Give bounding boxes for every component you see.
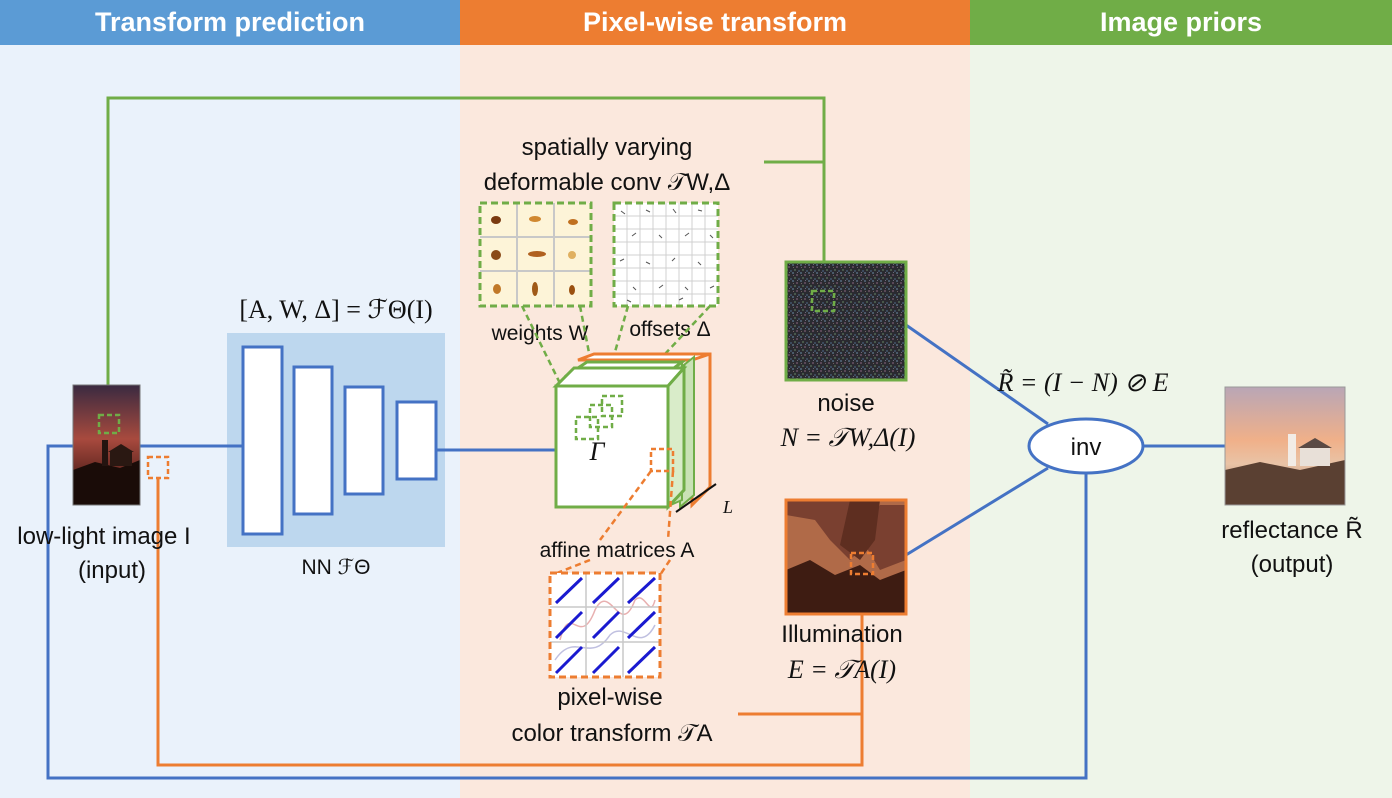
noise-green-patch [810, 289, 836, 313]
illumination-equation: E = 𝒯A(I) [787, 655, 896, 684]
affine-label: affine matrices A [540, 539, 695, 562]
nn-layer-3 [343, 385, 385, 496]
header-bar-image-priors [970, 0, 1392, 45]
reflectance-equation: R̃ = (I − N) ⊘ E [997, 368, 1169, 397]
illumination-label: Illumination [781, 621, 902, 648]
output-label-line1: reflectance R̃ [1221, 517, 1362, 544]
green-connector-top [106, 96, 826, 415]
tensor-orange-patch [649, 447, 675, 473]
orange-connector-bottom-loop [156, 478, 864, 767]
header-image-priors: Image priors [1100, 7, 1262, 37]
nn-layer-4 [395, 400, 438, 481]
input-label-line1: low-light image I [17, 523, 190, 550]
inv-node [1027, 417, 1145, 475]
tensor-depth-bracket [675, 483, 717, 513]
input-label-line2: (input) [78, 557, 146, 584]
output-label-line2: (output) [1251, 551, 1334, 578]
blue-connector-noise-inv [905, 323, 1049, 426]
inv-label: inv [1071, 434, 1102, 461]
noise-label: noise [817, 390, 874, 417]
weights-label: weights W [491, 322, 589, 345]
tensor-to-affine-connectors [551, 470, 675, 577]
color-transform-line1: pixel-wise [557, 684, 662, 711]
input-orange-patch [146, 455, 170, 480]
offsets-label: offsets Δ [629, 318, 710, 341]
panel-pixel-wise-transform [460, 0, 970, 798]
illumination-image [784, 498, 908, 616]
offsets-kernel [612, 201, 720, 308]
header-bar-transform-prediction [0, 0, 460, 45]
header-transform-prediction: Transform prediction [95, 7, 365, 37]
input-green-patch [97, 413, 121, 435]
header-bar-pixel-wise-transform [460, 0, 970, 45]
nn-layer-2 [292, 365, 334, 516]
affine-matrices-grid [548, 571, 662, 679]
blue-connector-bottom-loop [46, 444, 1088, 780]
nn-equation: [A, W, Δ] = ℱΘ(I) [239, 295, 432, 324]
noise-equation: N = 𝒯W,Δ(I) [780, 423, 916, 452]
deformable-title-line1: spatially varying [522, 134, 693, 161]
output-image [1224, 386, 1346, 506]
tensor-gamma-label: Γ [589, 437, 606, 466]
input-image [72, 384, 141, 506]
tensor-gamma [552, 352, 712, 511]
tensor-depth-label: L [722, 497, 733, 517]
nn-layer-1 [241, 345, 284, 536]
tensor-green-patch-3 [600, 394, 624, 418]
color-transform-line2: color transform 𝒯A [511, 720, 712, 747]
noise-image [784, 260, 908, 382]
nn-label: NN ℱΘ [301, 556, 370, 579]
illumination-orange-patch [849, 551, 875, 576]
blue-connector-illum-inv [905, 466, 1049, 557]
weights-kernel [478, 201, 593, 308]
deformable-title-line2: deformable conv 𝒯W,Δ [484, 169, 731, 196]
header-pixel-wise-transform: Pixel-wise transform [583, 7, 847, 37]
